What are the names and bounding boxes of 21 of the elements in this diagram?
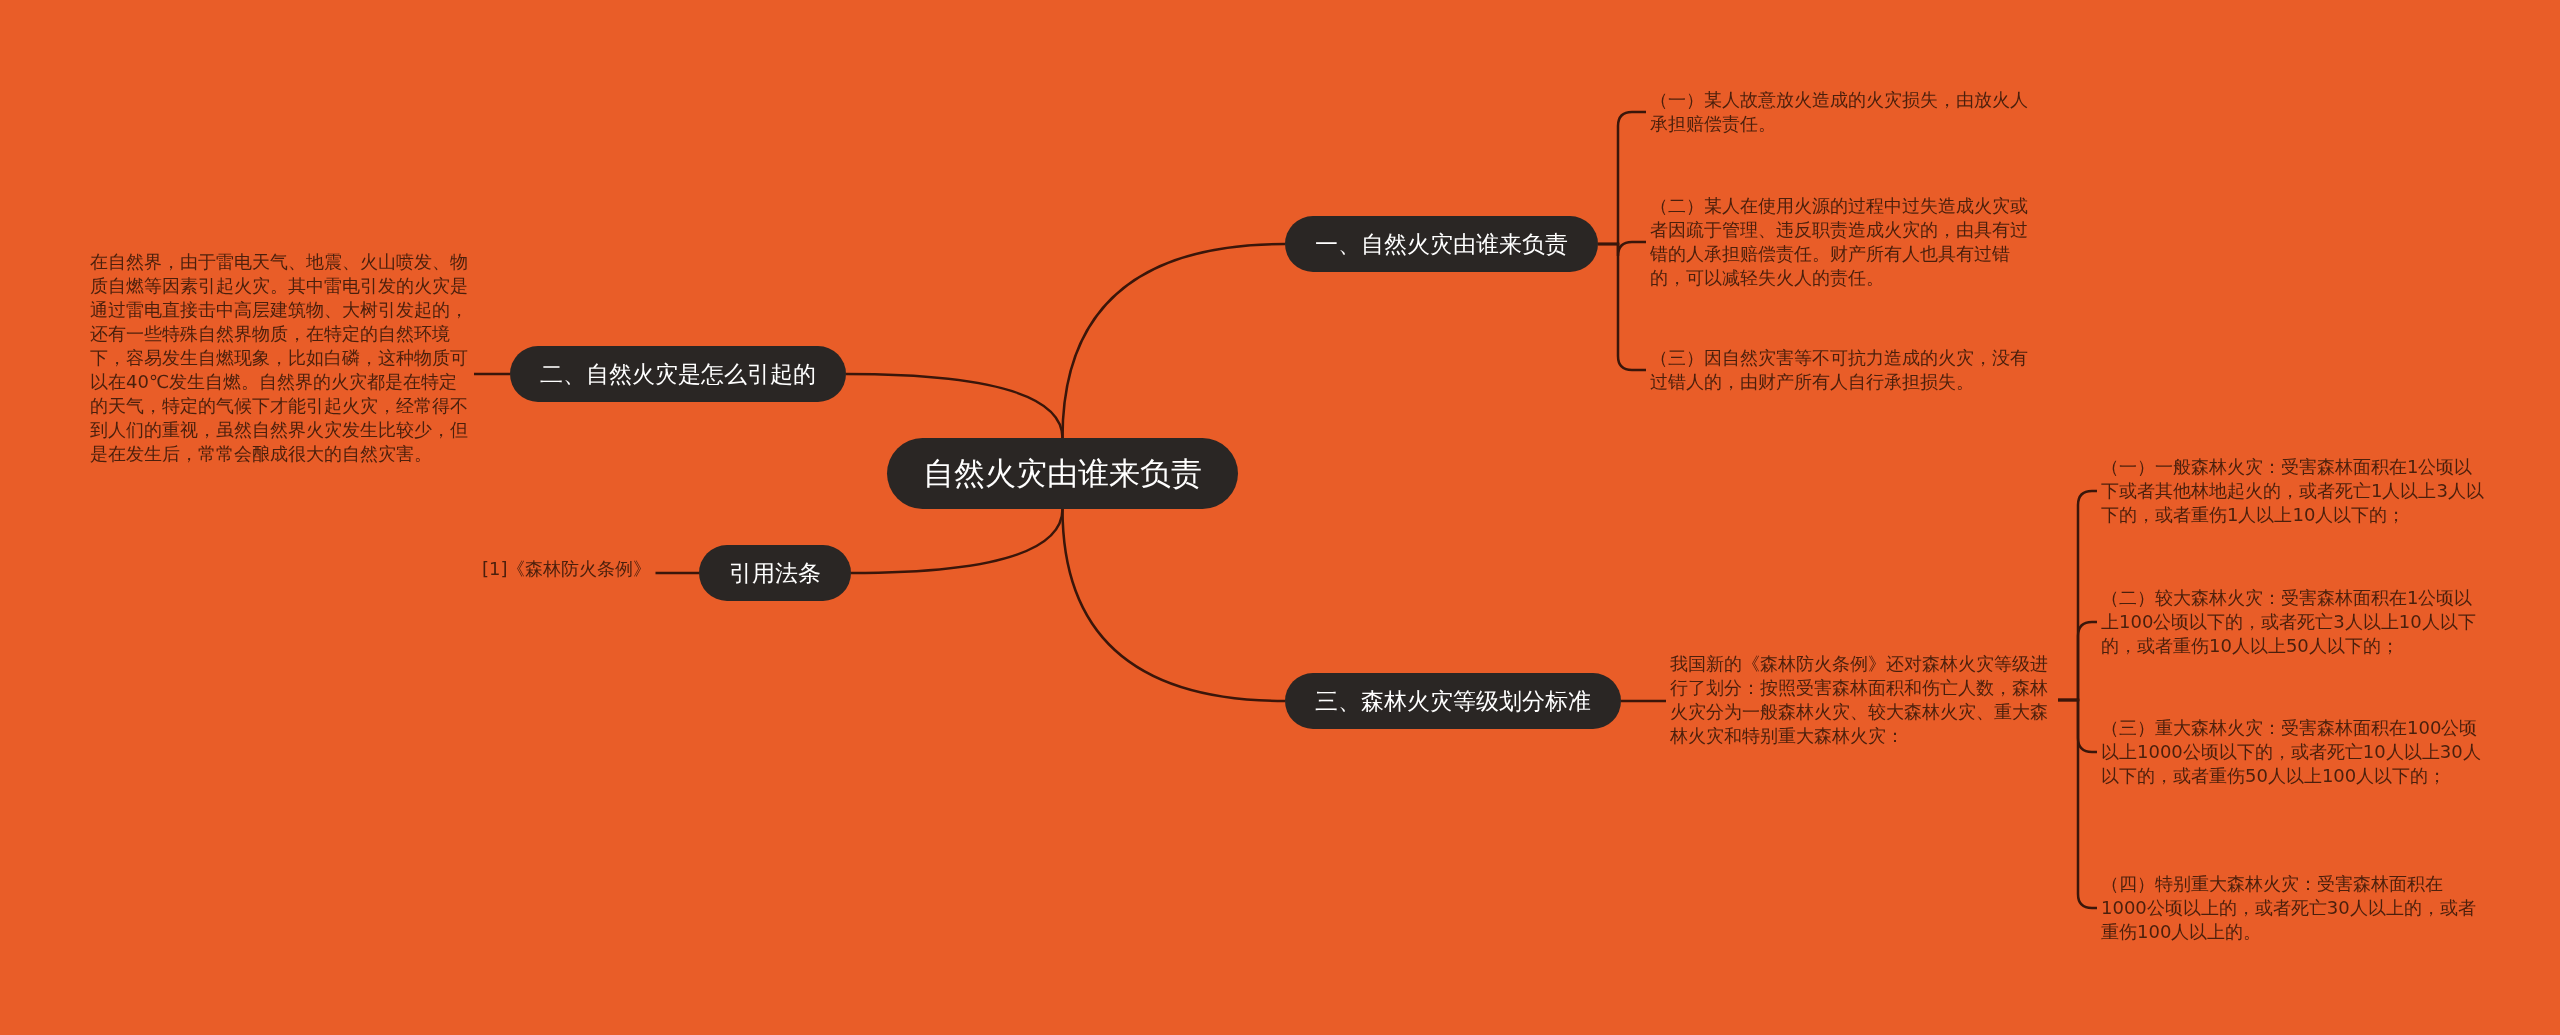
branch-topic: 引用法条 xyxy=(699,545,851,601)
branch-topic: 二、自然火灾是怎么引起的 xyxy=(510,346,846,402)
note-text: （四）特别重大森林火灾：受害森林面积在1000公顷以上的，或者死亡30人以上的，或者重伤100人以上的。 xyxy=(2097,872,2489,944)
note-text: （二）某人在使用火源的过程中过失造成火灾或者因疏于管理、违反职责造成火灾的，由具有过错的人承担赔偿责任。财产所有人也具有过错的，可以减轻失火人的责任。 xyxy=(1646,194,2038,290)
note-text: （一）一般森林火灾：受害森林面积在1公顷以下或者其他林地起火的，或者死亡1人以上3人以下的，或者重伤1人以上10人以下的； xyxy=(2097,455,2489,527)
note-text: （一）某人故意放火造成的火灾损失，由放火人承担赔偿责任。 xyxy=(1646,88,2038,136)
connector-line xyxy=(1061,508,1286,703)
connector-line xyxy=(846,372,1064,439)
connector-line xyxy=(1621,699,1666,703)
note-text: （二）较大森林火灾：受害森林面积在1公顷以上100公顷以下的，或者死亡3人以上10人以下的，或者重伤10人以上50人以下的； xyxy=(2097,586,2489,658)
branch-topic: 一、自然火灾由谁来负责 xyxy=(1285,216,1598,272)
note-text: （三）因自然灾害等不可抗力造成的火灾，没有过错人的，由财产所有人自行承担损失。 xyxy=(1646,346,2038,394)
connector-line xyxy=(655,571,699,575)
connector-line xyxy=(1061,242,1286,439)
connector-line xyxy=(474,372,510,376)
reference-text: [1]《森林防火条例》 xyxy=(478,557,656,581)
note-text: （三）重大森林火灾：受害森林面积在100公顷以上1000公顷以下的，或者死亡10人以上30人以下的，或者重伤50人以上100人以下的； xyxy=(2097,716,2489,788)
note-text: 我国新的《森林防火条例》还对森林火灾等级进行了划分：按照受害森林面积和伤亡人数，森林火灾分为一般森林火灾、较大森林火灾、重大森林火灾和特别重大森林火灾： xyxy=(1666,652,2058,748)
central-topic: 自然火灾由谁来负责 xyxy=(887,438,1238,509)
branch-topic: 三、森林火灾等级划分标准 xyxy=(1285,673,1621,729)
note-text: 在自然界，由于雷电天气、地震、火山喷发、物质自燃等因素引起火灾。其中雷电引发的火灾是通过雷电直接击中高层建筑物、大树引发起的，还有一些特殊自然界物质，在特定的自然环境下，容易发生自燃现象，比如白磷，这种物质可以在40℃发生自燃。自然界的火灾都是在特定的天气，特定的气候下才能引起火灾，经常得不到人们的重视，虽然自然界火灾发生比较少，但是在发生后，常常会酿成很大的自然灾害。 xyxy=(86,250,474,466)
